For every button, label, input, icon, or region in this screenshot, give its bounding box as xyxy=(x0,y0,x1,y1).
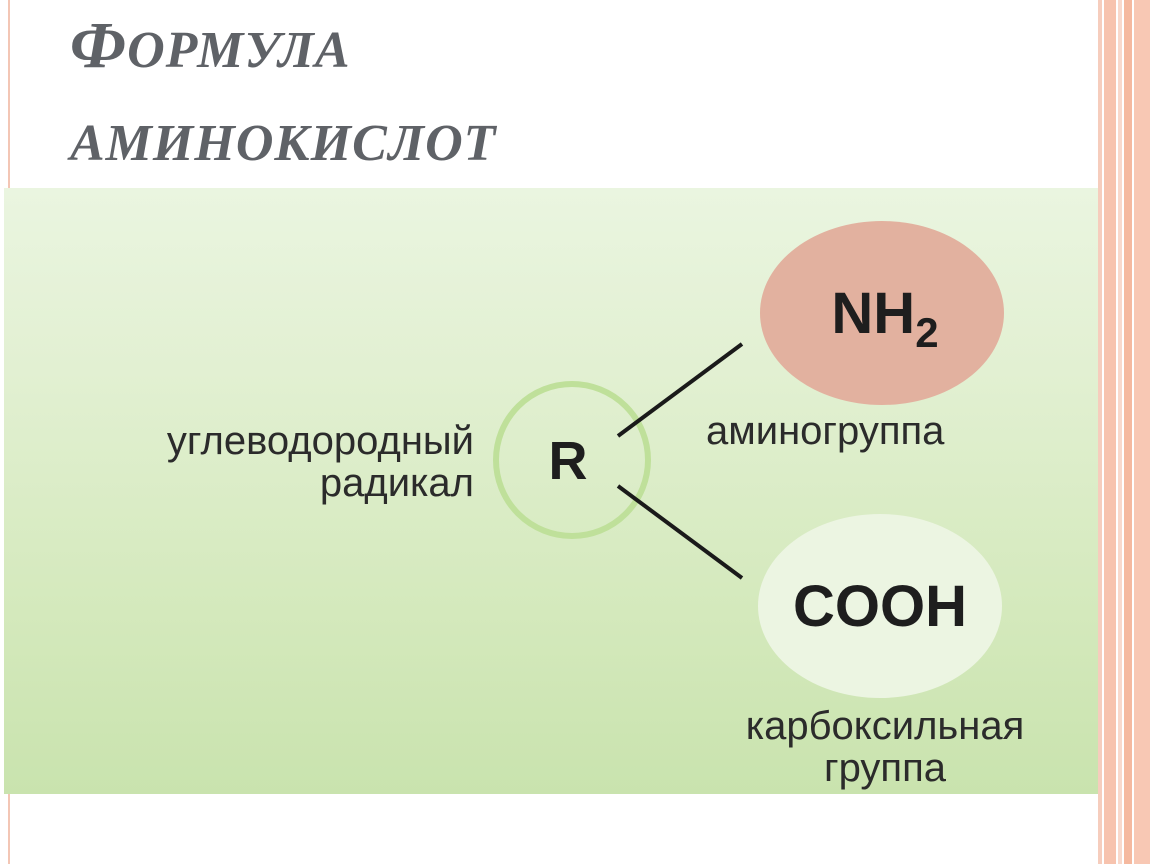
title-line1-rest: ОРМУЛА xyxy=(127,22,351,79)
amino-group-circle xyxy=(760,221,1004,405)
radical-label-line2: радикал xyxy=(319,461,474,505)
radical-label: углеводородный радикал xyxy=(167,420,474,504)
radical-label-line1: углеводородный xyxy=(166,419,474,463)
radical-formula: R xyxy=(548,431,588,491)
right-decorative-stripes xyxy=(1098,0,1150,864)
carboxyl-group-circle xyxy=(758,514,1002,698)
carboxyl-formula: COOH xyxy=(793,574,967,639)
carboxyl-label-line1: карбоксильная xyxy=(745,704,1025,748)
slide-title: ФОРМУЛА АМИНОКИСЛОТ xyxy=(70,2,496,193)
carboxyl-group-label: карбоксильная группа xyxy=(680,705,1090,789)
radical-ring xyxy=(493,381,651,539)
connector-line-bottom xyxy=(616,484,744,580)
title-first-letter: Ф xyxy=(70,9,128,82)
amino-formula-subscript: 2 xyxy=(915,309,939,356)
connector-line-top xyxy=(616,342,744,438)
amino-formula: NH2 xyxy=(780,281,990,357)
amino-group-label: аминогруппа xyxy=(706,409,945,453)
title-line2: АМИНОКИСЛОТ xyxy=(70,115,497,172)
amino-formula-main: NH xyxy=(831,281,916,346)
carboxyl-label-line2: группа xyxy=(824,746,946,790)
